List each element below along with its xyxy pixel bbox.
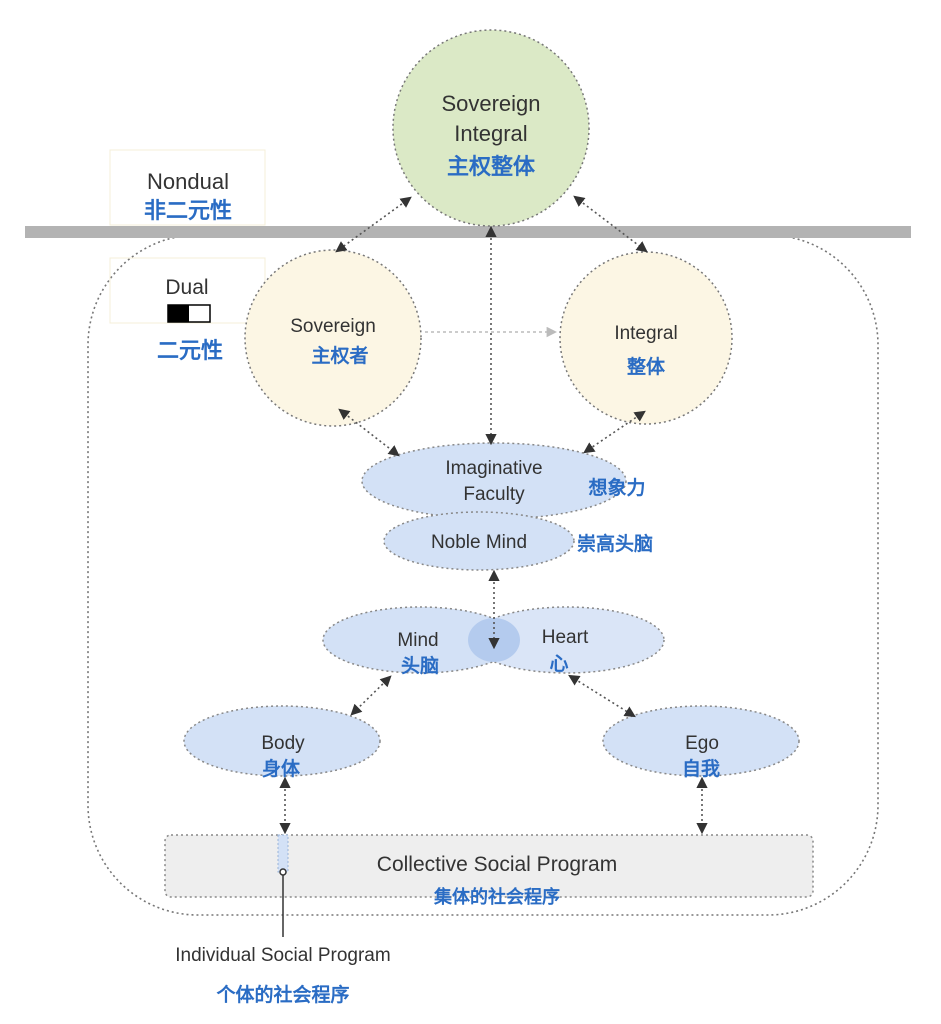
imaginative-faculty-zh: 想象力 [588,476,645,499]
mind-label-zh: 头脑 [401,654,439,677]
dual-label-zh: 二元性 [157,339,223,364]
integral-label-zh: 整体 [627,355,666,378]
nondual-label: Nondual [147,169,229,194]
nondual-dual-divider [25,226,911,238]
sovereign-integral-line1: Sovereign [441,91,540,116]
arrow-sovereign-integral-to-integral [573,195,648,253]
body-node: Body 身体 [183,705,381,780]
individual-program-slot [277,834,289,873]
heart-label: Heart [542,627,589,648]
sovereign-integral-zh: 主权整体 [447,154,536,180]
collective-social-program-zh: 集体的社会程序 [433,886,560,908]
mind-label: Mind [397,630,438,651]
individual-social-program-zh: 个体的社会程序 [215,983,349,1006]
individual-social-program-label: Individual Social Program [175,945,390,966]
ego-label: Ego [685,733,719,754]
sovereign-label: Sovereign [290,316,376,337]
nondual-label-zh: 非二元性 [144,199,232,224]
ego-node: Ego 自我 [602,705,800,780]
integral-node: Integral 整体 [559,251,733,425]
sovereign-node: Sovereign 主权者 [244,249,422,427]
mind-heart-overlap [468,618,520,662]
noble-mind-label: Noble Mind [431,532,527,553]
dual-realm-boundary [87,234,879,916]
nondual-label-box [109,149,266,226]
collective-social-program-node: Collective Social Program [164,834,814,898]
dual-toggle-icon [167,304,211,323]
heart-label-zh: 心 [549,653,568,675]
imaginative-faculty-node: Imaginative Faculty [361,442,627,520]
imaginative-faculty-line1: Imaginative [445,458,542,479]
imaginative-faculty-line2: Faculty [463,484,525,505]
integral-label: Integral [614,323,677,344]
individual-program-marker [279,868,287,876]
noble-mind-node: Noble Mind [383,511,575,571]
arrow-mind-to-body [350,675,392,716]
collective-social-program-label: Collective Social Program [377,853,617,876]
sovereign-integral-line2: Integral [454,121,527,146]
arrow-sovereign-to-imaginative [338,408,400,457]
arrow-sovereign-integral-to-sovereign [335,196,412,253]
arrow-integral-to-imaginative [583,410,646,454]
body-label-zh: 身体 [262,757,301,780]
noble-mind-zh: 崇高头脑 [577,532,653,555]
sovereign-label-zh: 主权者 [311,344,368,367]
sovereign-integral-node: Sovereign Integral 主权整体 [392,29,590,227]
arrow-heart-to-ego [568,674,636,718]
body-label: Body [261,733,305,754]
dual-label: Dual [165,276,208,299]
ego-label-zh: 自我 [682,757,720,780]
